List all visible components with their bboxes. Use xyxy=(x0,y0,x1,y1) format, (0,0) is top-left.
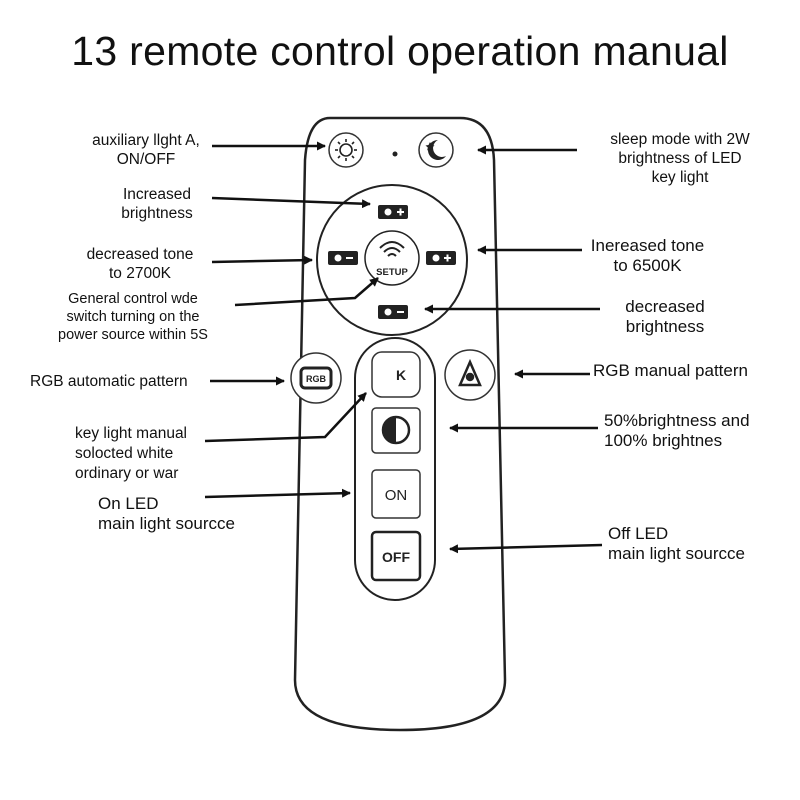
label-aux-light: auxiliary llght A, ON/OFF xyxy=(66,131,226,169)
label-line: main light sourcce xyxy=(98,514,236,533)
label-line: Increased xyxy=(122,186,192,203)
recycle-icon xyxy=(458,358,482,387)
label-line: ordinary or war xyxy=(75,465,179,482)
arrow-key-light-manual xyxy=(204,392,367,443)
label-line: to 2700K xyxy=(108,265,172,282)
label-line: to 6500K xyxy=(613,256,682,275)
label-line: power source within 5S xyxy=(58,327,208,343)
rgb-auto-button[interactable]: RGB xyxy=(290,352,342,404)
label-line: decreased tone xyxy=(86,246,194,263)
key-light-manual-button[interactable]: K xyxy=(371,351,421,398)
rgb-manual-button[interactable] xyxy=(444,349,496,401)
label-general-control: General control wde switch turning on th… xyxy=(28,290,238,344)
setup-button[interactable]: SETUP xyxy=(364,230,420,286)
moon-star-icon xyxy=(428,140,446,160)
indicator-dot xyxy=(392,151,398,157)
label-line: 100% brightnes xyxy=(604,431,723,450)
label-sleep-mode: sleep mode with 2W brightness of LED key… xyxy=(580,130,780,187)
arrow-off-led xyxy=(449,543,603,554)
setup-label: SETUP xyxy=(376,267,408,278)
brightness-down-button[interactable] xyxy=(378,305,408,319)
label-line: sleep mode with 2W xyxy=(610,131,750,148)
label-brightness-50-100: 50%brightness and 100% brightnes xyxy=(604,411,750,451)
arrow-on-led xyxy=(204,488,351,499)
label-increased-brightness: Increased brightness xyxy=(92,185,222,223)
label-line: solocted white xyxy=(75,445,174,462)
aux-light-button[interactable] xyxy=(328,132,364,168)
arrow-decreased-tone xyxy=(211,255,313,265)
tone-down-icon xyxy=(328,251,358,265)
k-label: K xyxy=(396,367,406,383)
label-line: auxiliary llght A, xyxy=(92,132,200,149)
label-line: brightness of LED xyxy=(618,150,742,167)
label-line: brightness xyxy=(121,205,193,222)
half-circle-icon xyxy=(381,415,411,445)
wifi-icon xyxy=(379,241,405,257)
label-on-led: On LED main light sourcce xyxy=(98,494,235,534)
label-line: key light manual xyxy=(75,425,188,442)
arrow-increased-brightness xyxy=(211,196,371,209)
tone-up-icon xyxy=(426,251,456,265)
label-line: 50%brightness and xyxy=(604,411,750,430)
label-line: key light xyxy=(651,169,709,186)
brightness-up-button[interactable] xyxy=(378,205,408,219)
on-button[interactable]: ON xyxy=(371,469,421,519)
label-line: On LED xyxy=(98,494,159,513)
label-rgb-manual: RGB manual pattern xyxy=(593,361,748,380)
off-label: OFF xyxy=(382,549,410,565)
callout-arrows xyxy=(204,141,603,554)
page-title: 13 remote control operation manual xyxy=(71,28,729,74)
brightness-toggle-button[interactable] xyxy=(371,407,421,454)
label-key-light-manual: key light manual solocted white ordinary… xyxy=(75,424,187,484)
label-line: decreased xyxy=(625,297,705,316)
sleep-mode-button[interactable] xyxy=(418,132,454,168)
sun-icon xyxy=(335,139,357,161)
label-line: RGB automatic pattern xyxy=(30,373,188,390)
label-line: switch turning on the xyxy=(66,309,200,325)
label-decreased-tone: decreased tone to 2700K xyxy=(70,245,210,283)
on-label: ON xyxy=(385,487,408,504)
tone-up-button[interactable] xyxy=(426,251,456,265)
off-button[interactable]: OFF xyxy=(370,530,422,582)
label-line: General control wde xyxy=(68,291,198,307)
label-off-led: Off LED main light sourcce xyxy=(608,524,745,564)
label-line: Off LED xyxy=(608,524,669,543)
label-line: RGB manual pattern xyxy=(593,361,748,380)
label-rgb-auto: RGB automatic pattern xyxy=(30,372,188,391)
label-line: brightness xyxy=(625,317,705,336)
label-increased-tone: Inereased tone to 6500K xyxy=(580,236,715,276)
rgb-label: RGB xyxy=(306,374,327,384)
arrow-general-control xyxy=(234,277,379,307)
label-decreased-brightness: decreased brightness xyxy=(600,297,730,337)
label-line: Inereased tone xyxy=(590,236,705,255)
brightness-down-icon xyxy=(378,305,408,319)
label-line: ON/OFF xyxy=(116,151,176,168)
label-line: main light sourcce xyxy=(608,544,746,563)
tone-down-button[interactable] xyxy=(328,251,358,265)
